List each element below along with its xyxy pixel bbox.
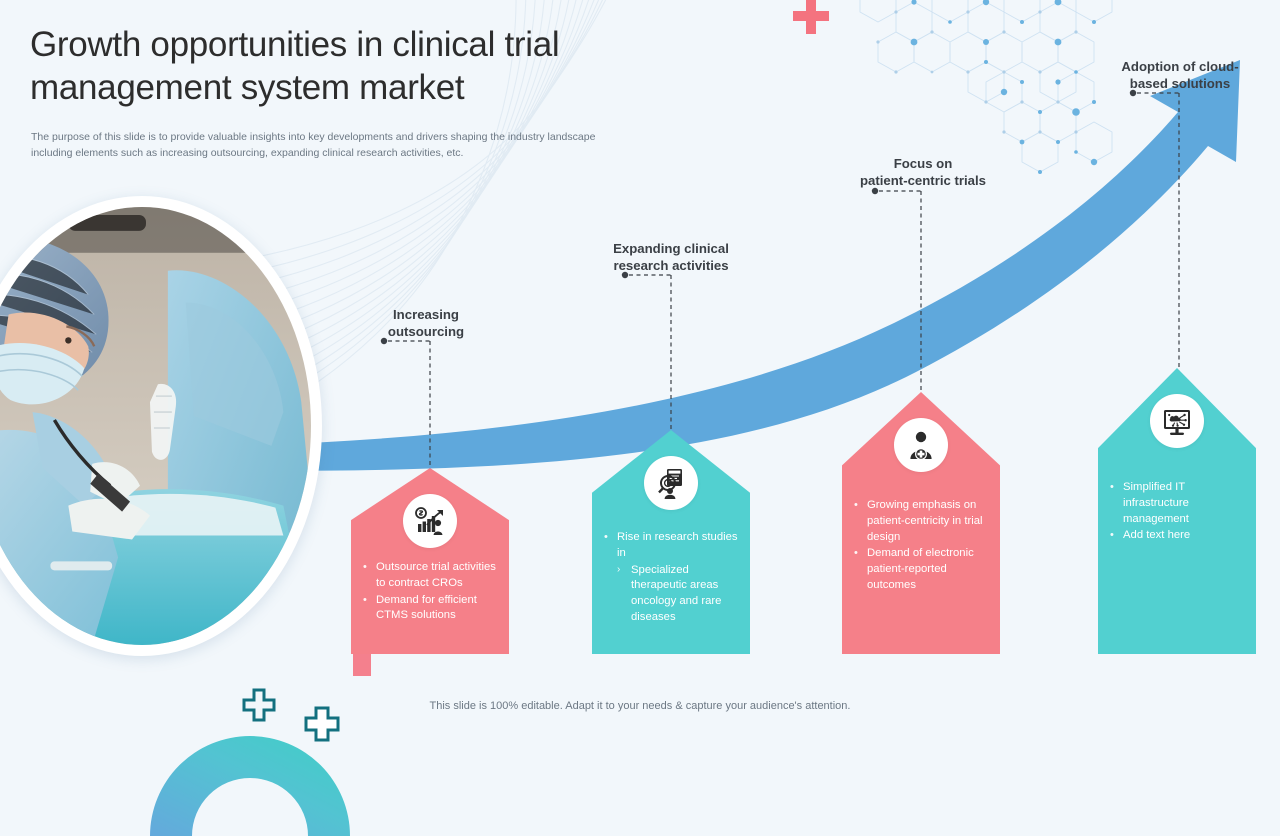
stage-bullets-adoption-of-cloud-based-solutions: • Simplified IT infrastructure managemen… — [1110, 480, 1248, 545]
connector-expanding-clinical-research-activities — [621, 271, 672, 430]
list-item: › Specialized therapeutic areas oncology… — [604, 563, 742, 626]
stage-card-focus-on-patient-centric-trials[interactable]: • Growing emphasis on patient-centricity… — [842, 392, 1000, 654]
sub-bullet-text: Specialized therapeutic areas oncology a… — [631, 563, 722, 624]
list-item: • Rise in research studies in — [604, 530, 742, 562]
stage-bullets-focus-on-patient-centric-trials: • Growing emphasis on patient-centricity… — [854, 498, 992, 595]
list-item: • Demand of electronic patient-reported … — [854, 546, 992, 593]
bullet-marker: • — [604, 531, 608, 543]
bullet-text: Demand of electronic patient-reported ou… — [867, 547, 974, 592]
list-item: • Simplified IT infrastructure managemen… — [1110, 480, 1248, 527]
sub-bullet-marker: › — [617, 563, 621, 575]
stage-label-focus-on-patient-centric-trials: Focus on patient-centric trials — [828, 155, 1018, 190]
bullet-marker: • — [854, 547, 858, 560]
medical-cross-icon — [793, 0, 829, 34]
surgeon-photo — [0, 207, 311, 645]
research-microscope-monitor-icon — [644, 456, 698, 510]
bullet-text: Demand for efficient CTMS solutions — [376, 593, 477, 622]
patient-medical-cross-icon — [894, 418, 948, 472]
bullet-text: Simplified IT infrastructure management — [1123, 481, 1189, 525]
stage-card-adoption-of-cloud-based-solutions[interactable]: • Simplified IT infrastructure managemen… — [1098, 368, 1256, 654]
connector-adoption-of-cloud-based-solutions — [1129, 89, 1180, 373]
stage-label-line2: research activities — [613, 258, 729, 274]
list-item: • Outsource trial activities to contract… — [363, 560, 501, 592]
bullet-marker: • — [854, 499, 858, 511]
editable-note: This slide is 100% editable. Adapt it to… — [429, 700, 851, 712]
stage-label-line2: patient-centric trials — [859, 173, 987, 189]
stage-bullets-expanding-clinical-research-activities: • Rise in research studies in › Speciali… — [604, 530, 742, 627]
patient-medical-cross-glyph — [910, 431, 932, 460]
stage-label-line1: Focus on — [893, 156, 953, 171]
bullet-text: Add text here — [1123, 529, 1191, 542]
hexagon-lattice-decoration — [859, 0, 1113, 174]
stage-label-line1: Increasing — [393, 307, 459, 322]
bullet-marker: • — [1110, 529, 1114, 542]
list-item: • Demand for efficient CTMS solutions — [363, 593, 501, 625]
connector-increasing-outsourcing — [380, 337, 431, 468]
bullet-text: Growing emphasis on patient-centricity i… — [867, 499, 983, 543]
stage-label-adoption-of-cloud-based-solutions: Adoption of cloud- based solutions — [1086, 58, 1274, 93]
bullet-marker: • — [363, 561, 367, 573]
connector-focus-on-patient-centric-trials — [871, 187, 922, 391]
bullet-marker: • — [363, 593, 367, 606]
growth-chart-dollar-icon — [403, 494, 457, 548]
stage-bullets-increasing-outsourcing: • Outsource trial activities to contract… — [363, 560, 501, 625]
cloud-monitor-icon — [1150, 394, 1204, 448]
cloud-monitor-glyph — [1164, 410, 1190, 435]
bullet-text: Rise in research studies in — [617, 531, 738, 559]
bullet-text: Outsource trial activities to contract C… — [376, 561, 496, 589]
hero-photo-frame — [0, 196, 322, 656]
stage-label-expanding-clinical-research-activities: Expanding clinical research activities — [578, 240, 764, 275]
gradient-ring-decoration — [150, 688, 350, 836]
page-subtitle: The purpose of this slide is to provide … — [31, 131, 596, 159]
bullet-marker: • — [1110, 481, 1114, 493]
research-microscope-monitor-glyph — [658, 469, 682, 499]
surgeon-operating-room-illustration — [0, 207, 311, 645]
stage-card-expanding-clinical-research-activities[interactable]: • Rise in research studies in › Speciali… — [592, 430, 750, 654]
list-item: • Add text here — [1110, 528, 1248, 544]
stage-label-line1: Expanding clinical — [613, 241, 729, 256]
stage-label-line1: Adoption of cloud- — [1121, 59, 1239, 74]
stage-label-line2: outsourcing — [387, 324, 465, 340]
stage-card-increasing-outsourcing[interactable]: • Outsource trial activities to contract… — [351, 468, 509, 654]
stage-label-line2: based solutions — [1129, 76, 1231, 92]
page-title: Growth opportunities in clinical trial m… — [30, 25, 560, 107]
growth-chart-dollar-glyph — [415, 507, 443, 535]
stage-label-increasing-outsourcing: Increasing outsourcing — [346, 306, 506, 341]
list-item: • Growing emphasis on patient-centricity… — [854, 498, 992, 545]
